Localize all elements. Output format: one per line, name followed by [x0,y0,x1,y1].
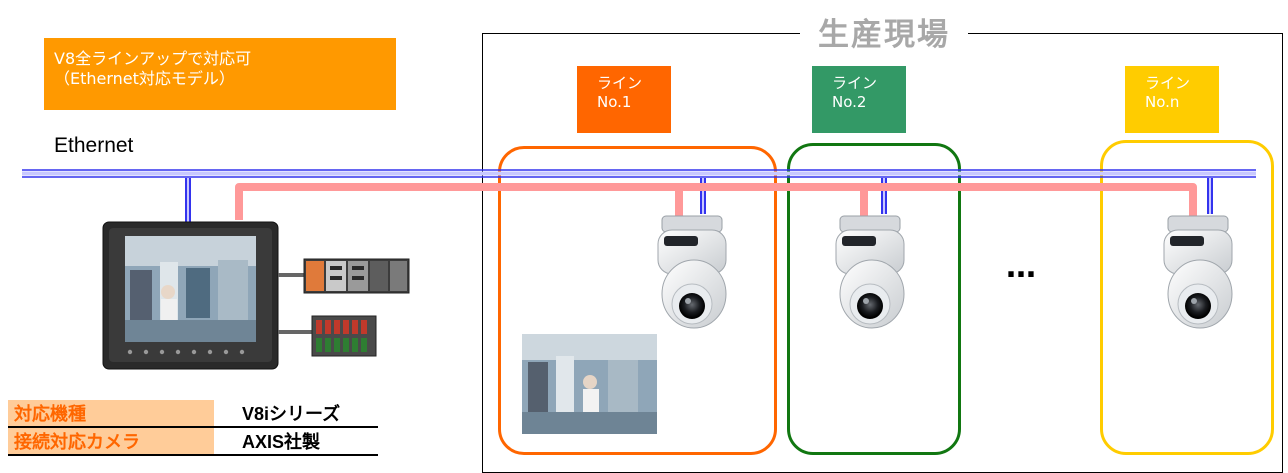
note-line-2: （Ethernet対応モデル） [54,69,235,88]
line-1-number: No.1 [597,93,632,111]
note-line-1: V8全ラインアップで対応可 [54,49,252,68]
spec-row: 接続対応カメラ AXIS社製 [8,427,378,456]
network-camera-line-1-icon [657,215,727,329]
line-n-group [1100,140,1274,455]
spec-row: 対応機種 V8iシリーズ [8,400,378,428]
camera-snapshot-icon [522,334,657,434]
line-1-tag: ライン No.1 [577,66,671,133]
spec-key-camera: 接続対応カメラ [8,427,214,456]
line-2-group [787,143,961,455]
spec-key-model: 対応機種 [8,400,214,428]
hmi-touch-panel-icon [102,221,279,370]
network-camera-line-n-icon [1163,215,1233,329]
line-1-label: ライン [597,74,643,92]
spec-table: 対応機種 V8iシリーズ 接続対応カメラ AXIS社製 [8,400,378,456]
more-lines-ellipsis: … [1006,250,1038,285]
spec-value-model: V8iシリーズ [214,400,378,428]
line-n-tag: ライン No.n [1125,66,1219,133]
line-1-group [498,146,777,455]
compatibility-note: V8全ラインアップで対応可 （Ethernet対応モデル） [44,38,396,110]
spec-value-camera: AXIS社製 [214,427,378,456]
io-module-icon [311,315,377,357]
network-camera-line-2-icon [835,215,905,329]
line-2-label: ライン [832,74,878,92]
line-2-number: No.2 [832,93,867,111]
line-n-number: No.n [1145,93,1180,111]
ethernet-trunk [22,169,1256,178]
line-2-tag: ライン No.2 [812,66,906,133]
production-site-title: 生産現場 [800,9,968,54]
line-n-label: ライン [1145,74,1191,92]
plc-unit-icon [303,258,410,294]
device-connectors [278,273,312,334]
ethernet-label: Ethernet [54,134,134,157]
network-diagram [22,169,1256,434]
